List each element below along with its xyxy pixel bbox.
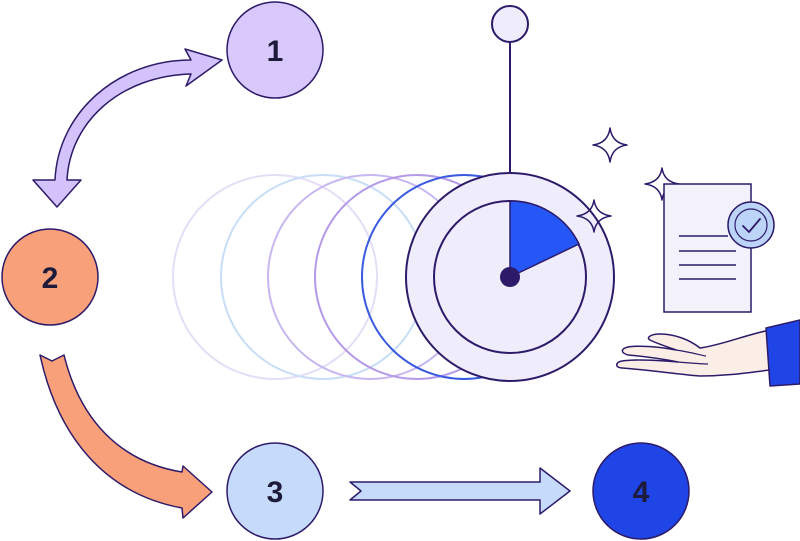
hand-finger-line: [675, 349, 707, 357]
step-1: 1: [226, 1, 324, 99]
hand-icon: [616, 319, 800, 387]
step-2: 2: [1, 228, 99, 326]
step-4-circle: [592, 442, 690, 540]
sparkle-icon: [644, 167, 680, 201]
document-icon: [663, 183, 775, 313]
motion-ring-1: [172, 174, 378, 380]
step-3-label: 3: [267, 476, 284, 509]
step-3: 3: [226, 442, 324, 540]
shirt-sleeve: [765, 319, 800, 387]
arrow-3-to-4: [349, 467, 571, 515]
step-4-label: 4: [633, 476, 650, 509]
sparkle-icon: [592, 127, 628, 163]
arrow-2-to-3: [39, 354, 213, 519]
step-4: 4: [592, 442, 690, 540]
step-1-circle: [226, 1, 324, 99]
step-2-label: 2: [42, 262, 59, 295]
check-icon: [727, 201, 775, 249]
check-mark: [742, 218, 761, 233]
motion-ring-2: [220, 174, 426, 380]
arrow-1-to-2: [32, 48, 223, 208]
stopwatch-icon: [405, 5, 615, 382]
hand-finger-line: [677, 361, 709, 365]
step-1-label: 1: [267, 35, 284, 68]
document-sheet: [663, 183, 752, 313]
stopwatch-center-dot: [500, 267, 520, 287]
sparkles: [576, 127, 680, 233]
step-3-circle: [226, 442, 324, 540]
check-badge-inner: [734, 208, 768, 242]
step-2-circle: [1, 228, 99, 326]
sparkle-icon: [576, 199, 612, 233]
stopwatch-time-wedge: [509, 200, 580, 278]
stopwatch-knob: [491, 5, 529, 43]
